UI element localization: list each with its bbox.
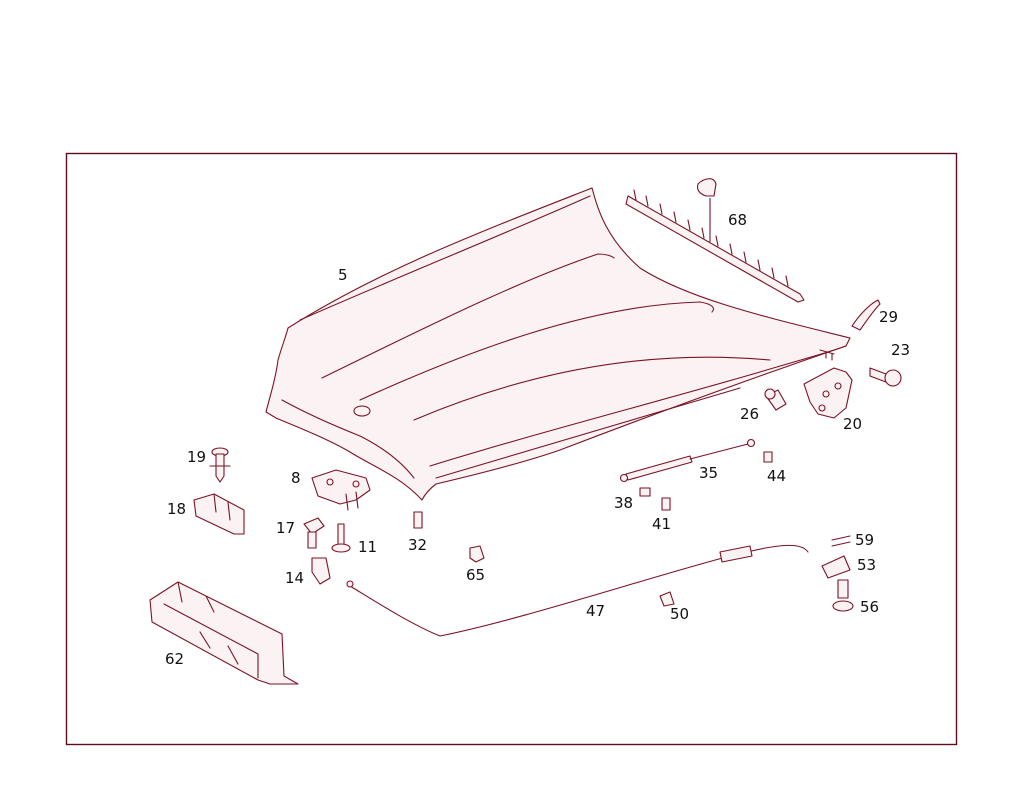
- callout-50: 50: [670, 605, 689, 623]
- part-29[interactable]: [851, 299, 881, 331]
- part-41[interactable]: [661, 497, 671, 511]
- callout-38: 38: [614, 494, 633, 512]
- callout-26: 26: [740, 405, 759, 423]
- diagram-frame: [65, 152, 958, 746]
- callout-20: 20: [843, 415, 862, 433]
- part-18-bracket[interactable]: [193, 493, 245, 535]
- callout-14: 14: [285, 569, 304, 587]
- part-65[interactable]: [469, 545, 485, 563]
- part-32[interactable]: [413, 511, 423, 529]
- callout-47: 47: [586, 602, 605, 620]
- callout-44: 44: [767, 467, 786, 485]
- callout-59: 59: [855, 531, 874, 549]
- callout-56: 56: [860, 598, 879, 616]
- callout-19: 19: [187, 448, 206, 466]
- part-47-release-cable[interactable]: [346, 544, 809, 637]
- part-hood[interactable]: [265, 187, 851, 501]
- callout-62: 62: [165, 650, 184, 668]
- callout-18: 18: [167, 500, 186, 518]
- part-17-bolt[interactable]: [303, 517, 325, 549]
- part-14[interactable]: [311, 557, 331, 585]
- callout-32: 32: [408, 536, 427, 554]
- part-35-gas-strut[interactable]: [619, 438, 756, 483]
- callout-8: 8: [291, 469, 301, 487]
- callout-35: 35: [699, 464, 718, 482]
- part-26[interactable]: [764, 388, 787, 411]
- part-50[interactable]: [659, 591, 675, 607]
- part-11-bolt[interactable]: [331, 523, 351, 553]
- callout-65: 65: [466, 566, 485, 584]
- part-62-air-duct[interactable]: [149, 581, 299, 685]
- part-38[interactable]: [639, 487, 651, 497]
- part-20-hinge[interactable]: [803, 367, 853, 419]
- callout-23: 23: [891, 341, 910, 359]
- part-44[interactable]: [763, 451, 773, 463]
- callout-11: 11: [358, 538, 377, 556]
- part-19-pin[interactable]: [209, 447, 231, 483]
- part-59[interactable]: [831, 535, 851, 547]
- part-23-bolt[interactable]: [869, 367, 902, 387]
- callout-41: 41: [652, 515, 671, 533]
- callout-5: 5: [338, 266, 348, 284]
- part-8-hood-lock[interactable]: [311, 469, 371, 511]
- callout-68: 68: [728, 211, 747, 229]
- callout-17: 17: [276, 519, 295, 537]
- part-56-screw[interactable]: [832, 579, 854, 612]
- callout-29: 29: [879, 308, 898, 326]
- callout-53: 53: [857, 556, 876, 574]
- part-hood-seal-strip[interactable]: [625, 178, 805, 303]
- part-53[interactable]: [821, 555, 851, 579]
